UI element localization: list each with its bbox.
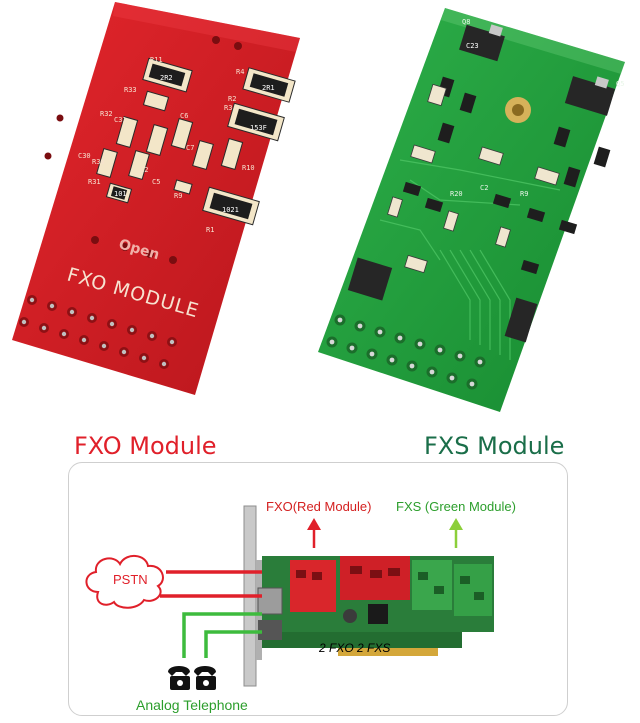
fxo-component-label: 2R1 [262, 84, 275, 92]
analog-telephone-label: Analog Telephone [136, 697, 248, 713]
module-photo: FXO MODULE Open R11 R4 2R2 2R1 R33 R3 R2… [12, 2, 625, 412]
fxo-component-label: R3 [224, 104, 232, 112]
fxo-component-label: 153F [250, 124, 267, 132]
fxs-module-heading: FXS Module [424, 432, 565, 460]
card-caption: 2 FXO 2 FXS [319, 641, 391, 655]
fxs-component-label: C23 [466, 42, 479, 50]
fxs-component-label: Q8 [462, 18, 470, 26]
fxo-component-label: C5 [152, 178, 160, 186]
fxs-component-label: C2 [480, 184, 488, 192]
fxo-component-label: C6 [180, 112, 188, 120]
fxs-component-label: Q5 [616, 80, 624, 88]
fxo-red-module-label: FXO(Red Module) [266, 499, 372, 514]
fxo-arrow [307, 518, 321, 548]
telephone-icon [168, 666, 216, 690]
fxo-module-heading: FXO Module [74, 432, 217, 460]
fxo-component-label: R31 [88, 178, 101, 186]
fxo-component-label: C7 [186, 144, 194, 152]
pstn-lines [160, 570, 262, 598]
fxo-component-label: C31 [114, 116, 127, 124]
fxo-component-label: C30 [78, 152, 91, 160]
telephone-lines [182, 612, 262, 658]
fxo-board-photo: FXO MODULE Open R11 R4 2R2 2R1 R33 R3 R2… [12, 2, 300, 395]
fxo-component-label: R4 [236, 68, 244, 76]
fxo-component-label: R1 [206, 226, 214, 234]
fxs-component-label: R20 [450, 190, 463, 198]
fxs-green-module-label: FXS (Green Module) [396, 499, 516, 514]
fxs-arrow [449, 518, 463, 548]
fxo-component-label: R9 [174, 192, 182, 200]
fxo-component-label: C2 [140, 166, 148, 174]
pstn-label: PSTN [113, 572, 148, 587]
pstn-cloud [85, 555, 164, 609]
pci-card [257, 556, 494, 656]
fxo-component-label: R33 [124, 86, 137, 94]
fxo-component-label: 2R2 [160, 74, 173, 82]
fxo-component-label: R32 [100, 110, 113, 118]
fxs-board-photo: Q8 Q5 C23 R20 C2 R9 [318, 8, 625, 412]
fxo-component-label: R11 [150, 56, 163, 64]
fxo-component-label: R2 [228, 95, 236, 103]
fxo-component-label: 101 [114, 190, 127, 198]
fxo-component-label: 1021 [222, 206, 239, 214]
fxo-component-label: R30 [92, 158, 105, 166]
fxo-component-label: R10 [242, 164, 255, 172]
fxs-component-label: R9 [520, 190, 528, 198]
